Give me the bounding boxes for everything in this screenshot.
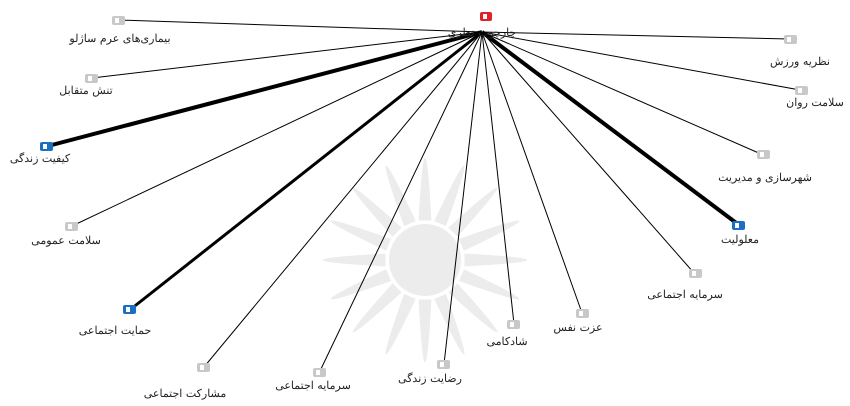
node-icon-notch	[316, 370, 320, 375]
node-n6[interactable]: مشارکت اجتماعی	[144, 363, 227, 400]
watermark-petal	[434, 166, 464, 226]
watermark-petal	[386, 166, 416, 226]
watermark-petal	[459, 221, 519, 251]
watermark-rosette	[323, 158, 527, 362]
node-icon-notch	[787, 37, 791, 42]
node-label: سلامت عمومی	[31, 234, 101, 247]
node-n11[interactable]: سرمایه اجتماعی	[647, 269, 723, 301]
watermark-core	[389, 224, 461, 296]
node-label: رضایت زندگی	[398, 372, 462, 385]
watermark-petal	[419, 299, 432, 362]
node-icon-notch	[200, 365, 204, 370]
watermark-petal	[323, 254, 386, 267]
node-icon-notch	[579, 311, 583, 316]
hub-node[interactable]: چارچوب نظری	[448, 12, 517, 39]
node-n8[interactable]: رضایت زندگی	[398, 360, 462, 385]
node-label: تنش متقابل	[59, 84, 112, 97]
watermark-petal	[331, 221, 391, 251]
node-icon-notch	[68, 224, 72, 229]
node-icon-notch	[126, 307, 130, 312]
node-label: نظریه ورزش	[770, 55, 830, 68]
node-label: عزت نفس	[553, 321, 602, 334]
watermark-petal	[419, 158, 432, 221]
node-n5[interactable]: حمایت اجتماعی	[79, 305, 152, 337]
edge-n1	[118, 20, 482, 32]
node-icon-notch	[440, 362, 444, 367]
node-icon-notch	[43, 144, 47, 149]
edge-n15	[482, 32, 789, 39]
edge-n11	[482, 32, 694, 273]
node-icon-notch	[115, 18, 119, 23]
node-n7[interactable]: سرمایه اجتماعی	[275, 368, 351, 392]
node-n3[interactable]: کیفیت زندگی	[10, 142, 71, 165]
node-label: حمایت اجتماعی	[79, 324, 152, 337]
node-label: شادکامی	[486, 335, 527, 348]
node-label: کیفیت زندگی	[10, 152, 71, 165]
node-n4[interactable]: سلامت عمومی	[31, 222, 101, 247]
watermark-petal	[464, 254, 527, 267]
node-n13[interactable]: شهرسازی و مدیریت	[718, 150, 812, 184]
node-icon-notch	[798, 88, 802, 93]
node-icon-notch	[510, 322, 514, 327]
node-icon-notch	[692, 271, 696, 276]
hub-node-label: چارچوب نظری	[448, 26, 517, 39]
edge-n12	[482, 32, 739, 225]
edge-n6	[204, 32, 482, 367]
node-icon-notch	[735, 223, 739, 228]
node-icon-notch	[760, 152, 764, 157]
node-n1[interactable]: بیماری‌های عرم ساژلو	[68, 16, 170, 45]
node-label: شهرسازی و مدیریت	[718, 171, 812, 184]
node-icon-notch	[88, 76, 92, 81]
node-n15[interactable]: نظریه ورزش	[770, 35, 830, 68]
edge-n3	[48, 32, 482, 146]
node-n2[interactable]: تنش متقابل	[59, 74, 112, 97]
edge-n14	[482, 32, 800, 90]
node-label: سرمایه اجتماعی	[275, 379, 351, 392]
watermark-petal	[331, 269, 391, 299]
node-n10[interactable]: عزت نفس	[553, 309, 602, 334]
watermark-petal	[386, 294, 416, 354]
node-label: سلامت روان	[786, 96, 844, 109]
node-n12[interactable]: معلولیت	[721, 221, 759, 246]
node-label: سرمایه اجتماعی	[647, 288, 723, 301]
hub-node-icon-notch	[483, 14, 487, 19]
watermark-petal	[434, 294, 464, 354]
node-label: معلولیت	[721, 233, 759, 246]
node-label: مشارکت اجتماعی	[144, 387, 227, 400]
node-label: بیماری‌های عرم ساژلو	[68, 32, 170, 45]
